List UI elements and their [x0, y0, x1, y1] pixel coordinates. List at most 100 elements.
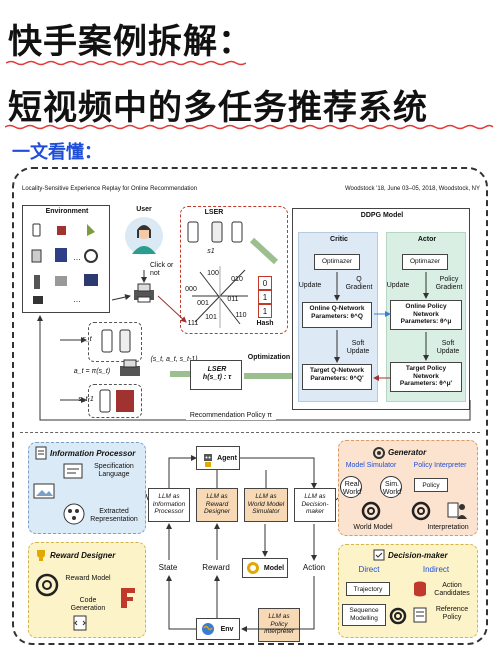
- hash-bit: 1: [258, 304, 272, 318]
- lser-label: LSER: [204, 209, 224, 216]
- ddpg-model-box: DDPG Model: [292, 208, 470, 410]
- env-box[interactable]: Env: [196, 618, 240, 640]
- specification-language-label: Specification Language: [94, 463, 134, 478]
- sim-world-label: Sim. World: [382, 481, 402, 496]
- interpretation-person-icon: [447, 502, 467, 519]
- s1-label: s1: [207, 248, 215, 255]
- real-world-label: Real World: [342, 481, 362, 496]
- phone-state-icon: [101, 329, 131, 353]
- trajectory-box: Trajectory: [346, 582, 390, 596]
- database-icon: [414, 581, 426, 597]
- code-label: 000: [185, 286, 197, 293]
- model-box[interactable]: Model: [242, 558, 288, 578]
- state-label: State: [158, 563, 178, 572]
- subtitle: 一文看懂：: [12, 142, 102, 163]
- st-label: s_t: [82, 336, 92, 343]
- decision-icon: [373, 549, 385, 561]
- world-model-label: World Model: [353, 524, 393, 531]
- user-label: User: [136, 206, 152, 213]
- actor-update-label: Update: [386, 282, 410, 289]
- paper-running-title: Locality-Sensitive Experience Replay for…: [22, 186, 198, 192]
- generator-title: Generator: [388, 448, 427, 457]
- action-label: Action: [302, 563, 326, 572]
- real-world-node: Real World: [340, 476, 362, 498]
- policy-interpreter-label: Policy Interpreter: [413, 462, 467, 469]
- actor-policy-gradient-label: Policy Gradient: [435, 276, 463, 291]
- actor-optimizer-box: Optimazer: [402, 254, 448, 270]
- decision-maker-title: Decision-maker: [388, 551, 448, 560]
- transition-tuple-label: (s_t, a_t, s_t-1): [150, 356, 198, 363]
- reward-function-icon: [121, 588, 135, 608]
- lser-function-label: LSER h(s_t) : τ: [202, 366, 232, 381]
- robot-icon: [204, 454, 212, 467]
- reward-designer-panel: [28, 542, 146, 638]
- agent-label: Agent: [217, 455, 237, 462]
- code-label: 011: [227, 296, 239, 303]
- reward-label: Reward: [202, 563, 230, 572]
- interpretation-label: Interpretation: [427, 524, 469, 531]
- sequence-modelling-box: Sequence Modelling: [342, 604, 386, 626]
- model-simulator-label: Model Simulator: [345, 462, 397, 469]
- code-label: 100: [207, 270, 219, 277]
- state-sample-box: [88, 322, 142, 362]
- action-candidates-label: Action Candidates: [434, 582, 470, 597]
- llm-information-processor-box[interactable]: LLM as Information Processor: [148, 488, 190, 522]
- extracted-representation-icon: [63, 503, 85, 525]
- env-label: Env: [220, 626, 234, 633]
- specification-icon: [63, 463, 83, 479]
- critic-q-gradient-label: Q Gradient: [345, 276, 373, 291]
- model-logo-icon: [247, 562, 259, 574]
- critic-update-label: Update: [298, 282, 322, 289]
- paper-venue: Woodstock '18, June 03–05, 2018, Woodsto…: [344, 186, 480, 192]
- code-label: 101: [205, 314, 217, 321]
- sim-world-node: Sim. World: [380, 476, 402, 498]
- reward-model-label: Reward Model: [65, 575, 111, 582]
- title-line-1: 快手案例拆解：: [8, 22, 253, 62]
- policy-box: Policy: [414, 478, 448, 492]
- content-frame: [12, 167, 488, 645]
- indirect-label: Indirect: [422, 565, 450, 574]
- info-processor-title: Information Processor: [50, 449, 136, 458]
- llm-decision-maker-box[interactable]: LLM as Decision- maker: [294, 488, 336, 522]
- user-avatar-icon: [125, 217, 163, 255]
- target-q-network-box: Target Q-Network Parameters: θ^Q': [302, 364, 372, 390]
- hash-bit: 0: [258, 276, 272, 290]
- code-file-icon: [73, 615, 87, 631]
- phone-samples-icon: [187, 221, 243, 243]
- diagram-separator: [20, 432, 480, 433]
- llm-reward-designer-box[interactable]: LLM as Reward Designer: [196, 488, 238, 522]
- critic-title: Critic: [330, 236, 348, 243]
- code-label: 111: [187, 320, 199, 327]
- book-state-icon: [99, 389, 134, 413]
- printer-icon: [134, 283, 154, 303]
- next-state-box: [88, 384, 142, 418]
- openai-logo-icon: [35, 573, 59, 597]
- trophy-icon: [37, 550, 45, 561]
- hash-bit: 1: [258, 290, 272, 304]
- product-items-icon: … …: [31, 223, 98, 304]
- llm-policy-interpreter-box[interactable]: LLM as Policy Interpreter: [258, 608, 300, 642]
- actor-soft-update-label: Soft Update: [436, 340, 460, 355]
- lser-region: [180, 206, 288, 334]
- gear-icon: [373, 447, 385, 459]
- openai-logo-icon-2: [361, 501, 381, 521]
- agent-box[interactable]: Agent: [196, 446, 240, 470]
- title-underline-squiggle: [6, 60, 246, 66]
- code-generation-label: Code Generation: [70, 597, 106, 612]
- optimization-label: Optimization: [247, 354, 291, 361]
- svg-text:…: …: [73, 295, 81, 304]
- online-q-network-box: Online Q-Network Parameters: θ^Q: [302, 302, 372, 328]
- model-label: Model: [263, 565, 285, 572]
- environment-label: Environment: [45, 208, 89, 215]
- critic-optimizer-box: Optimazer: [314, 254, 360, 270]
- openai-logo-icon-4: [389, 607, 407, 625]
- env-globe-icon: [202, 623, 214, 635]
- hash-label: Hash: [256, 320, 274, 327]
- actor-title: Actor: [417, 236, 437, 243]
- policy-eq-label: a_t = π(s_t): [73, 368, 111, 375]
- critic-soft-update-label: Soft Update: [346, 340, 370, 355]
- reference-doc-icon: [413, 607, 427, 623]
- llm-world-model-simulator-box[interactable]: LLM as World Model Simulator: [244, 488, 288, 522]
